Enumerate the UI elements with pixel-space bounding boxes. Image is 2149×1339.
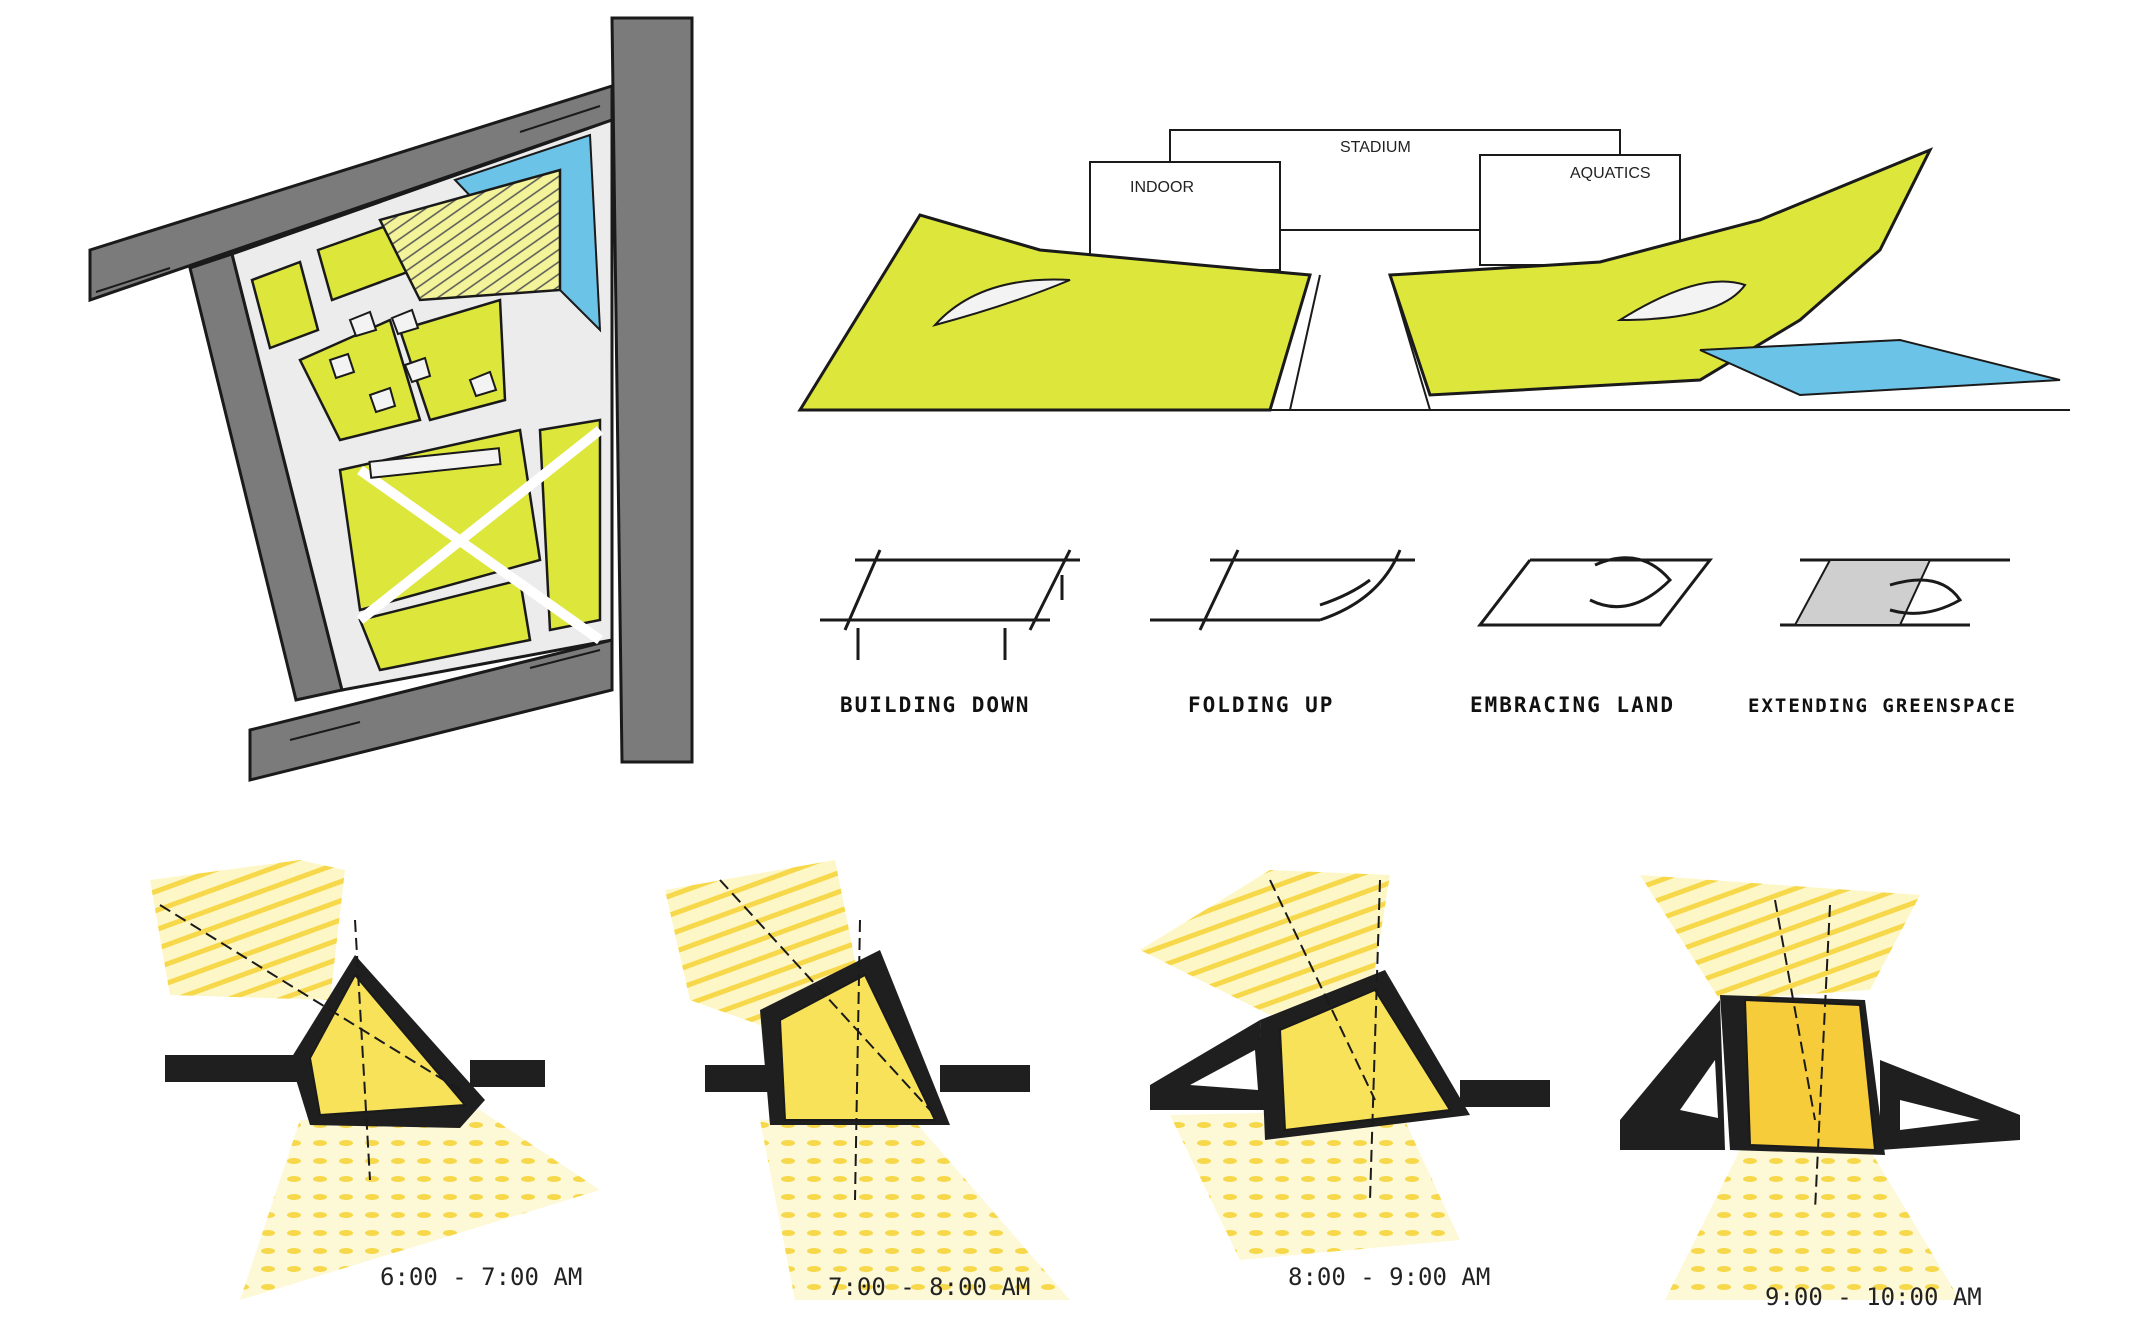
sun-study-3: 8:00 - 9:00 AM (1140, 870, 1550, 1291)
time-label-4: 9:00 - 10:00 AM (1765, 1283, 1982, 1311)
stadium-label: STADIUM (1340, 139, 1411, 156)
site-paths (356, 426, 604, 645)
sun-rays-bottom-4 (1665, 1150, 1960, 1300)
sun-rays-top-1 (150, 860, 345, 1000)
pool (1699, 338, 2061, 397)
sun-study-1: 6:00 - 7:00 AM (150, 860, 600, 1300)
canopy-right (1387, 147, 1934, 397)
concept-diagrams: BUILDING DOWN FOLDING UP EMBRACING LAND … (820, 549, 2017, 717)
sun-rays-top-4 (1640, 875, 1920, 1000)
time-label-3: 8:00 - 9:00 AM (1288, 1263, 1490, 1291)
courtyard-1 (308, 973, 468, 1117)
elevation-sketch: STADIUM INDOOR AQUATICS (797, 129, 2070, 412)
concept-folding-up (1150, 549, 1415, 631)
stadium-roof (378, 168, 562, 302)
concept-extending-greenspace (1780, 558, 2010, 627)
sun-study-4: 9:00 - 10:00 AM (1620, 875, 2020, 1311)
sun-study-2: 7:00 - 8:00 AM (665, 860, 1070, 1301)
concept-building-down (820, 549, 1080, 660)
courtyard-3 (1278, 988, 1452, 1132)
aquatics-label: AQUATICS (1570, 165, 1651, 182)
time-label-1: 6:00 - 7:00 AM (380, 1263, 582, 1291)
sun-rays-bottom-1 (240, 1110, 600, 1300)
axis-bar-1 (165, 1055, 305, 1082)
pavilions (328, 308, 498, 414)
courtyard-4 (1743, 998, 1877, 1152)
opening-left (932, 278, 1071, 327)
concept-label-1: FOLDING UP (1188, 693, 1334, 717)
road-south (248, 638, 614, 782)
concept-embracing-land (1476, 556, 1714, 627)
indoor-label: INDOOR (1130, 179, 1194, 196)
sun-rays-bottom-2 (760, 1110, 1070, 1300)
concept-label-0: BUILDING DOWN (840, 693, 1030, 717)
parking-stalls (95, 105, 601, 741)
concept-label-2: EMBRACING LAND (1470, 693, 1675, 717)
sun-rays-top-3 (1140, 870, 1390, 1015)
sun-rays-top-2 (665, 860, 860, 1025)
entry-bar (368, 447, 502, 479)
axis-bar-2 (705, 1065, 775, 1092)
site-plan (88, 16, 694, 782)
opening-right (1616, 280, 1747, 322)
sun-rays-bottom-3 (1170, 1110, 1460, 1260)
concept-label-3: EXTENDING GREENSPACE (1748, 695, 2017, 717)
time-label-2: 7:00 - 8:00 AM (828, 1273, 1030, 1301)
indoor-block (1089, 161, 1281, 271)
road-east (610, 16, 694, 764)
